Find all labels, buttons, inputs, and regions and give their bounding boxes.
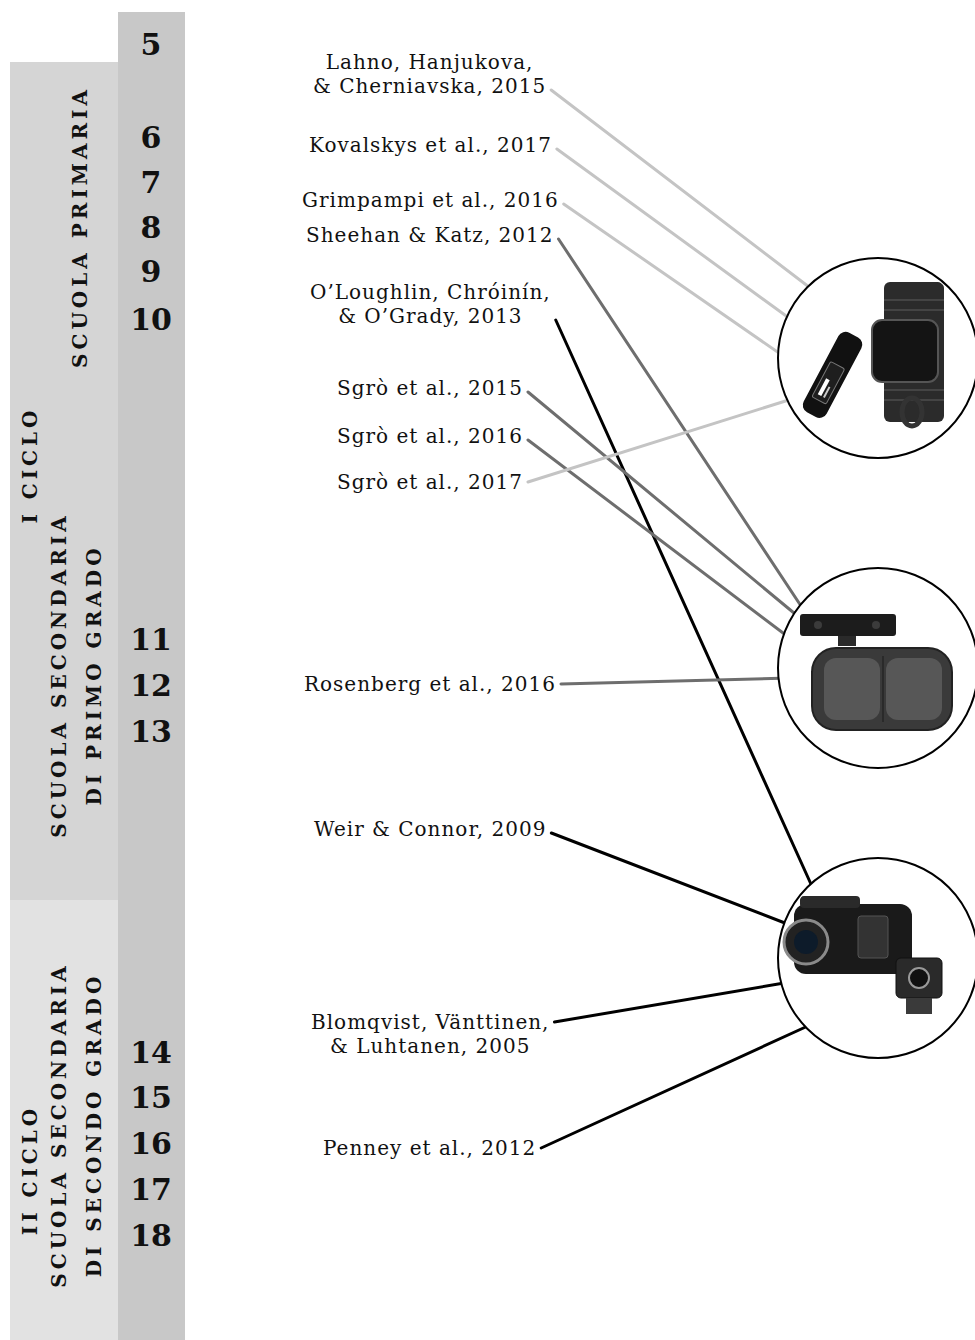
leader-line: [541, 1025, 810, 1148]
band-label: II CICLO: [13, 1105, 48, 1235]
age-number: 8: [141, 210, 162, 246]
device-circle: [778, 568, 975, 768]
age-number: 16: [130, 1126, 172, 1162]
leader-line: [554, 982, 790, 1022]
band-label: SCUOLA SECONDARIA DI PRIMO GRADO: [42, 512, 112, 837]
citation-label: Blomqvist, Vänttinen, & Luhtanen, 2005: [311, 1010, 549, 1058]
age-number: 10: [130, 302, 172, 338]
leader-line: [551, 833, 790, 925]
age-number: 7: [141, 165, 162, 201]
text-line: SCUOLA SECONDARIA: [42, 512, 77, 837]
citation-label: Sgrò et al., 2017: [337, 470, 523, 494]
citation-label: Sgrò et al., 2015: [337, 376, 523, 400]
citation-label: Weir & Connor, 2009: [314, 817, 546, 841]
leader-line: [551, 90, 826, 300]
citation-label: Sgrò et al., 2016: [337, 424, 523, 448]
citation-label: Rosenberg et al., 2016: [304, 672, 556, 696]
leader-line: [556, 320, 815, 893]
citation-label: Grimpampi et al., 2016: [302, 188, 559, 212]
age-number: 6: [141, 120, 162, 156]
console-sensor-icon: [800, 614, 952, 730]
text-line: & Cherniavska, 2015: [313, 74, 546, 98]
text-line: & O’Grady, 2013: [310, 304, 551, 328]
camera-icon: [784, 896, 942, 1014]
text-line: Blomqvist, Vänttinen,: [311, 1010, 549, 1034]
device-circle: [778, 258, 975, 458]
age-number: 5: [141, 27, 162, 63]
age-number: 14: [130, 1035, 172, 1071]
age-number: 17: [130, 1172, 172, 1208]
citation-label: Sheehan & Katz, 2012: [306, 223, 554, 247]
leader-line: [564, 204, 792, 362]
citation-label: O’Loughlin, Chróinín, & O’Grady, 2013: [310, 280, 551, 328]
age-number: 9: [141, 254, 162, 290]
age-number: 18: [130, 1218, 172, 1254]
age-number: 11: [130, 622, 172, 658]
age-number: 13: [130, 714, 172, 750]
age-column: 5 6 7 8 9 10 11 12 13 14 15 16 17 18: [118, 12, 185, 1340]
text-line: DI SECONDO GRADO: [77, 962, 112, 1287]
citation-label: Penney et al., 2012: [323, 1136, 536, 1160]
band-label: SCUOLA PRIMARIA: [63, 86, 98, 368]
leader-line: [557, 149, 800, 326]
wearables-icon: [800, 282, 944, 426]
device-circle: [778, 858, 975, 1058]
citation-label: Lahno, Hanjukova, & Cherniavska, 2015: [313, 50, 546, 98]
leader-lines: [528, 90, 826, 1148]
age-number: 12: [130, 668, 172, 704]
leader-line: [561, 678, 790, 684]
text-line: SCUOLA SECONDARIA: [42, 962, 77, 1287]
band-label: I CICLO: [13, 407, 48, 524]
school-cycle-band: II CICLOSCUOLA SECONDARIA DI SECONDO GRA…: [10, 900, 118, 1340]
leader-line: [528, 392, 800, 618]
school-cycle-band: I CICLO SCUOLA PRIMARIA SCUOLA SECONDARIA …: [10, 62, 118, 900]
age-number: 15: [130, 1080, 172, 1116]
band-label: SCUOLA SECONDARIA DI SECONDO GRADO: [42, 962, 112, 1287]
text-line: & Luhtanen, 2005: [311, 1034, 549, 1058]
text-line: Lahno, Hanjukova,: [313, 50, 546, 74]
leader-line: [528, 398, 795, 482]
text-line: DI PRIMO GRADO: [77, 512, 112, 837]
citation-label: Kovalskys et al., 2017: [309, 133, 552, 157]
text-line: O’Loughlin, Chróinín,: [310, 280, 551, 304]
